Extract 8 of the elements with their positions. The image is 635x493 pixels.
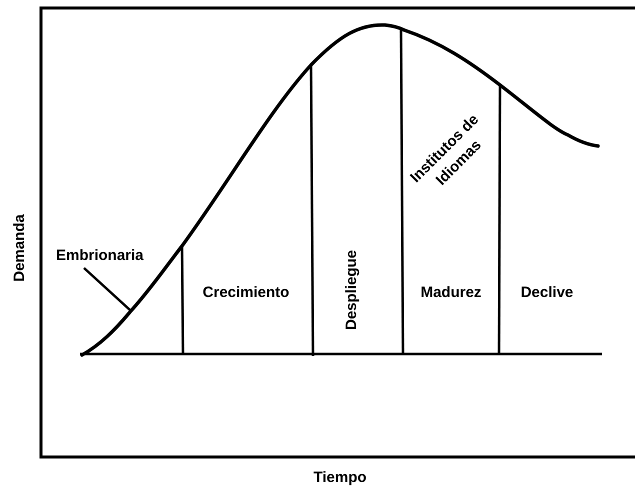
axis-title: Demanda <box>10 214 29 282</box>
stage-label: Embrionaria <box>56 246 144 266</box>
stage-label: Despliegue <box>342 250 361 330</box>
stage-label: Madurez <box>420 282 482 303</box>
leader-line <box>83 267 131 311</box>
stage-label: Declive <box>520 282 574 303</box>
stage-label: Crecimiento <box>202 282 290 303</box>
axis-title: Tiempo <box>313 468 367 488</box>
